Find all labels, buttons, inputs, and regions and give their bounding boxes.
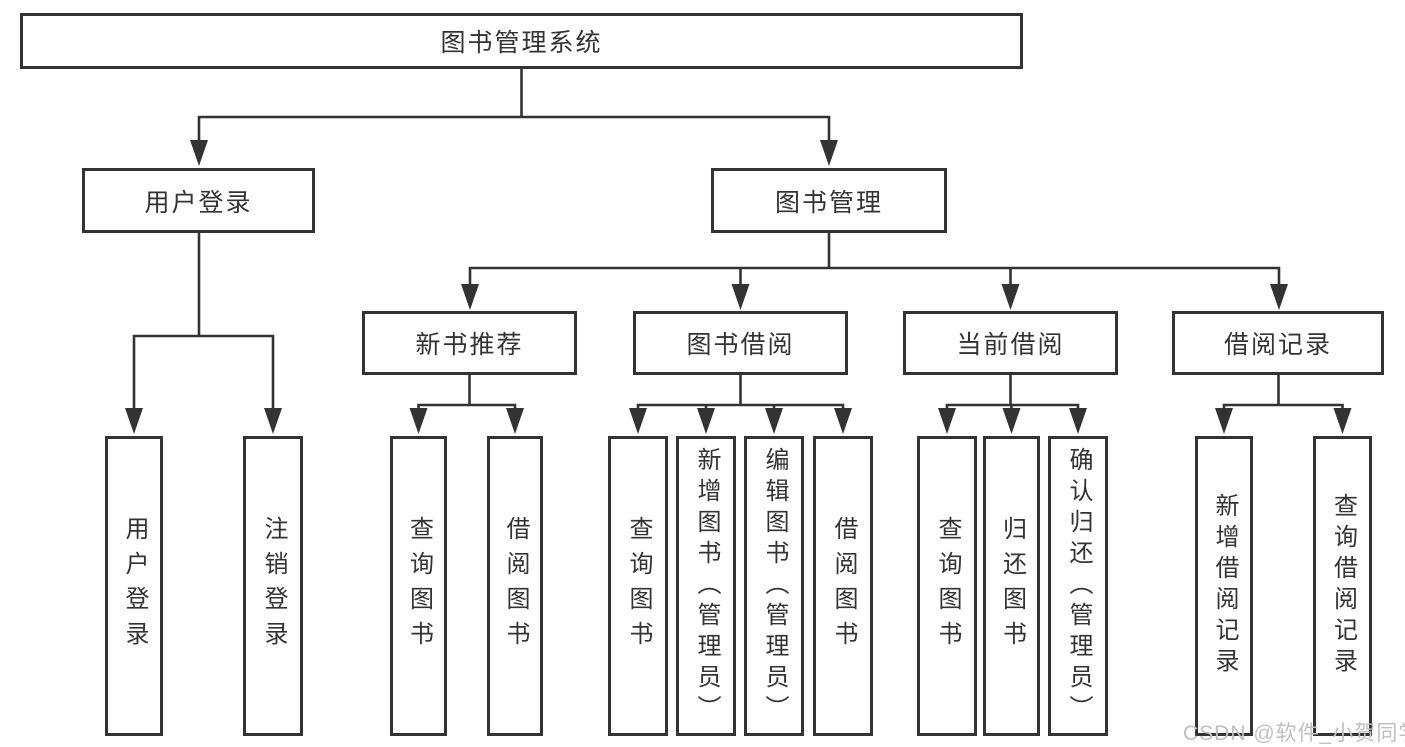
leaf-user-login: 用户登录 — [105, 436, 163, 736]
leaf-confirm-return-admin: 确认归还（管理员） — [1048, 436, 1108, 736]
leaf-query-borrow-record: 查询借阅记录 — [1313, 436, 1372, 736]
leaf-query-books-current: 查询图书 — [917, 436, 977, 736]
leaf-borrow-books: 借阅图书 — [813, 436, 873, 736]
node-library-management-system: 图书管理系统 — [20, 13, 1023, 69]
leaf-query-books-borrow: 查询图书 — [608, 436, 668, 736]
node-book-management: 图书管理 — [711, 168, 947, 233]
node-user-login: 用户登录 — [82, 168, 315, 233]
node-current-borrowing: 当前借阅 — [903, 311, 1118, 375]
node-book-borrowing: 图书借阅 — [633, 311, 848, 375]
watermark: CSDN @软件_小贺同学 — [1183, 722, 1405, 745]
leaf-logout: 注销登录 — [243, 436, 303, 736]
node-borrowing-records: 借阅记录 — [1172, 311, 1384, 375]
leaf-add-borrow-record: 新增借阅记录 — [1195, 436, 1253, 736]
leaf-edit-books-admin: 编辑图书（管理员） — [744, 436, 804, 736]
leaf-borrow-books-recommend: 借阅图书 — [487, 436, 543, 736]
leaf-return-books: 归还图书 — [983, 436, 1040, 736]
node-new-book-recommendation: 新书推荐 — [362, 311, 577, 375]
leaf-query-books-recommend: 查询图书 — [390, 436, 447, 736]
leaf-add-books-admin: 新增图书（管理员） — [676, 436, 736, 736]
